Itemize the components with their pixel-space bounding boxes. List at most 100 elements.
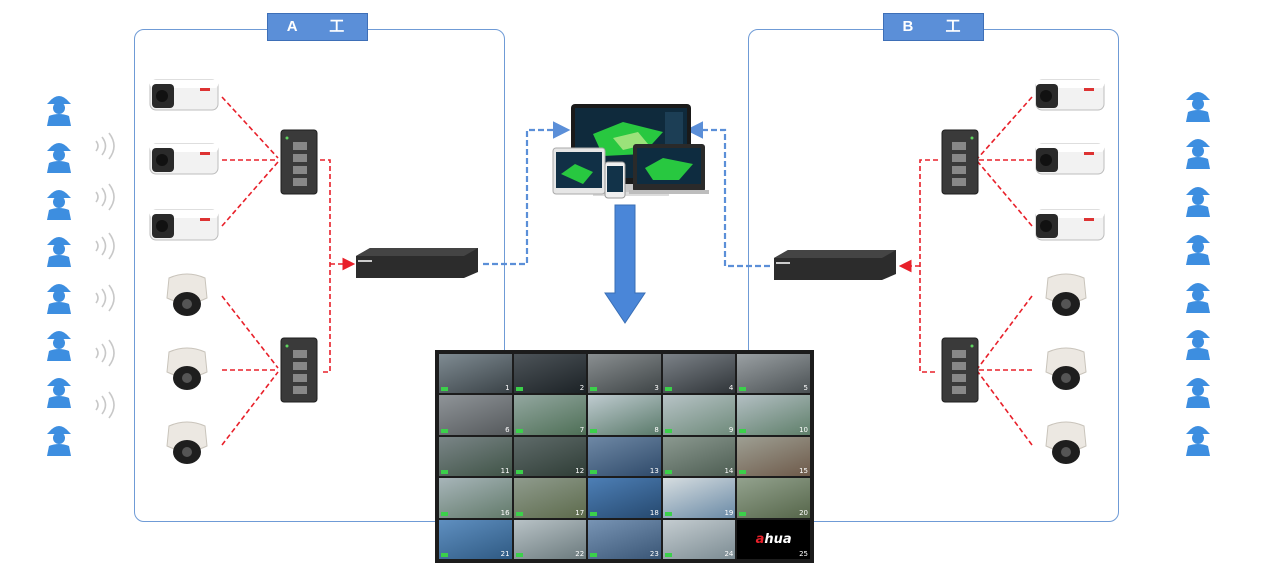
channel-tag (665, 470, 672, 474)
channel-number: 18 (650, 509, 659, 517)
worker-helmet-icon (41, 184, 77, 220)
channel-number: 10 (799, 426, 808, 434)
video-tile: 20 (737, 478, 810, 517)
worker-helmet-icon (1180, 324, 1216, 360)
nvr-recorder-icon (352, 246, 482, 280)
video-tile: 1 (439, 354, 512, 393)
channel-tag (665, 429, 672, 433)
dome-camera-icon (163, 270, 211, 324)
dome-camera-icon (163, 418, 211, 472)
video-tile: 18 (588, 478, 661, 517)
video-tile: 23 (588, 520, 661, 559)
video-tile: 4 (663, 354, 736, 393)
channel-tag (590, 470, 597, 474)
worker-helmet-icon (41, 420, 77, 456)
channel-tag (516, 470, 523, 474)
channel-tag (739, 512, 746, 516)
video-tile: 15 (737, 437, 810, 476)
channel-number: 9 (729, 426, 733, 434)
video-wall: 1 2 3 4 5 6 7 8 9 10 11 12 13 14 15 16 1… (435, 350, 814, 563)
channel-number: 12 (575, 467, 584, 475)
worker-helmet-icon (41, 90, 77, 126)
worker-helmet-icon (1180, 86, 1216, 122)
down-arrow-icon (605, 205, 645, 323)
worker-helmet-icon (41, 372, 77, 408)
worker-helmet-icon (1180, 277, 1216, 313)
wireless-signal-icon (92, 233, 120, 259)
video-tile: 9 (663, 395, 736, 434)
video-tile: 5 (737, 354, 810, 393)
network-switch-icon (279, 336, 319, 404)
channel-tag (665, 512, 672, 516)
bullet-camera-icon (1032, 74, 1106, 120)
channel-tag (739, 470, 746, 474)
channel-number: 6 (505, 426, 509, 434)
video-tile: 8 (588, 395, 661, 434)
network-switch-icon (940, 336, 980, 404)
bullet-camera-icon (148, 204, 222, 250)
video-tile: 10 (737, 395, 810, 434)
video-tile: 19 (663, 478, 736, 517)
wireless-signal-icon (92, 184, 120, 210)
channel-tag (590, 553, 597, 557)
video-tile: 11 (439, 437, 512, 476)
channel-number: 7 (580, 426, 584, 434)
dome-camera-icon (1042, 344, 1090, 398)
channel-tag (516, 429, 523, 433)
video-tile: 6 (439, 395, 512, 434)
channel-number: 24 (724, 550, 733, 558)
video-tile: 16 (439, 478, 512, 517)
channel-number: 8 (654, 426, 658, 434)
channel-number: 15 (799, 467, 808, 475)
channel-number: 16 (501, 509, 510, 517)
worker-helmet-icon (1180, 181, 1216, 217)
channel-number: 3 (654, 384, 658, 392)
brand-logo-text: hua (764, 532, 791, 547)
channel-number: 19 (724, 509, 733, 517)
channel-tag (739, 387, 746, 391)
dome-camera-icon (163, 344, 211, 398)
nvr-recorder-icon (770, 248, 900, 282)
worker-helmet-icon (1180, 133, 1216, 169)
dome-camera-icon (1042, 270, 1090, 324)
channel-number: 5 (804, 384, 808, 392)
wireless-signal-icon (92, 285, 120, 311)
video-tile: 14 (663, 437, 736, 476)
channel-tag (665, 387, 672, 391)
worker-helmet-icon (41, 325, 77, 361)
worker-helmet-icon (41, 231, 77, 267)
channel-tag (441, 470, 448, 474)
channel-number: 14 (724, 467, 733, 475)
channel-number: 23 (650, 550, 659, 558)
worker-helmet-icon (41, 137, 77, 173)
channel-tag (516, 553, 523, 557)
channel-tag (441, 429, 448, 433)
channel-number: 20 (799, 509, 808, 517)
bullet-camera-icon (1032, 138, 1106, 184)
channel-number: 2 (580, 384, 584, 392)
channel-number: 22 (575, 550, 584, 558)
bullet-camera-icon (148, 138, 222, 184)
video-tile: 12 (514, 437, 587, 476)
video-tile: 2 (514, 354, 587, 393)
channel-number: 1 (505, 384, 509, 392)
channel-tag (441, 387, 448, 391)
channel-tag (665, 553, 672, 557)
channel-tag (516, 512, 523, 516)
channel-tag (739, 429, 746, 433)
video-tile: 7 (514, 395, 587, 434)
video-tile: 3 (588, 354, 661, 393)
channel-tag (590, 387, 597, 391)
dome-camera-icon (1042, 418, 1090, 472)
brand-logo-tile: ahua 25 (737, 520, 810, 559)
channel-tag (441, 553, 448, 557)
channel-tag (590, 512, 597, 516)
wireless-signal-icon (92, 340, 120, 366)
channel-number: 4 (729, 384, 733, 392)
channel-tag (441, 512, 448, 516)
bullet-camera-icon (148, 74, 222, 120)
network-switch-icon (940, 128, 980, 196)
channel-tag (590, 429, 597, 433)
channel-tag (516, 387, 523, 391)
bullet-camera-icon (1032, 204, 1106, 250)
